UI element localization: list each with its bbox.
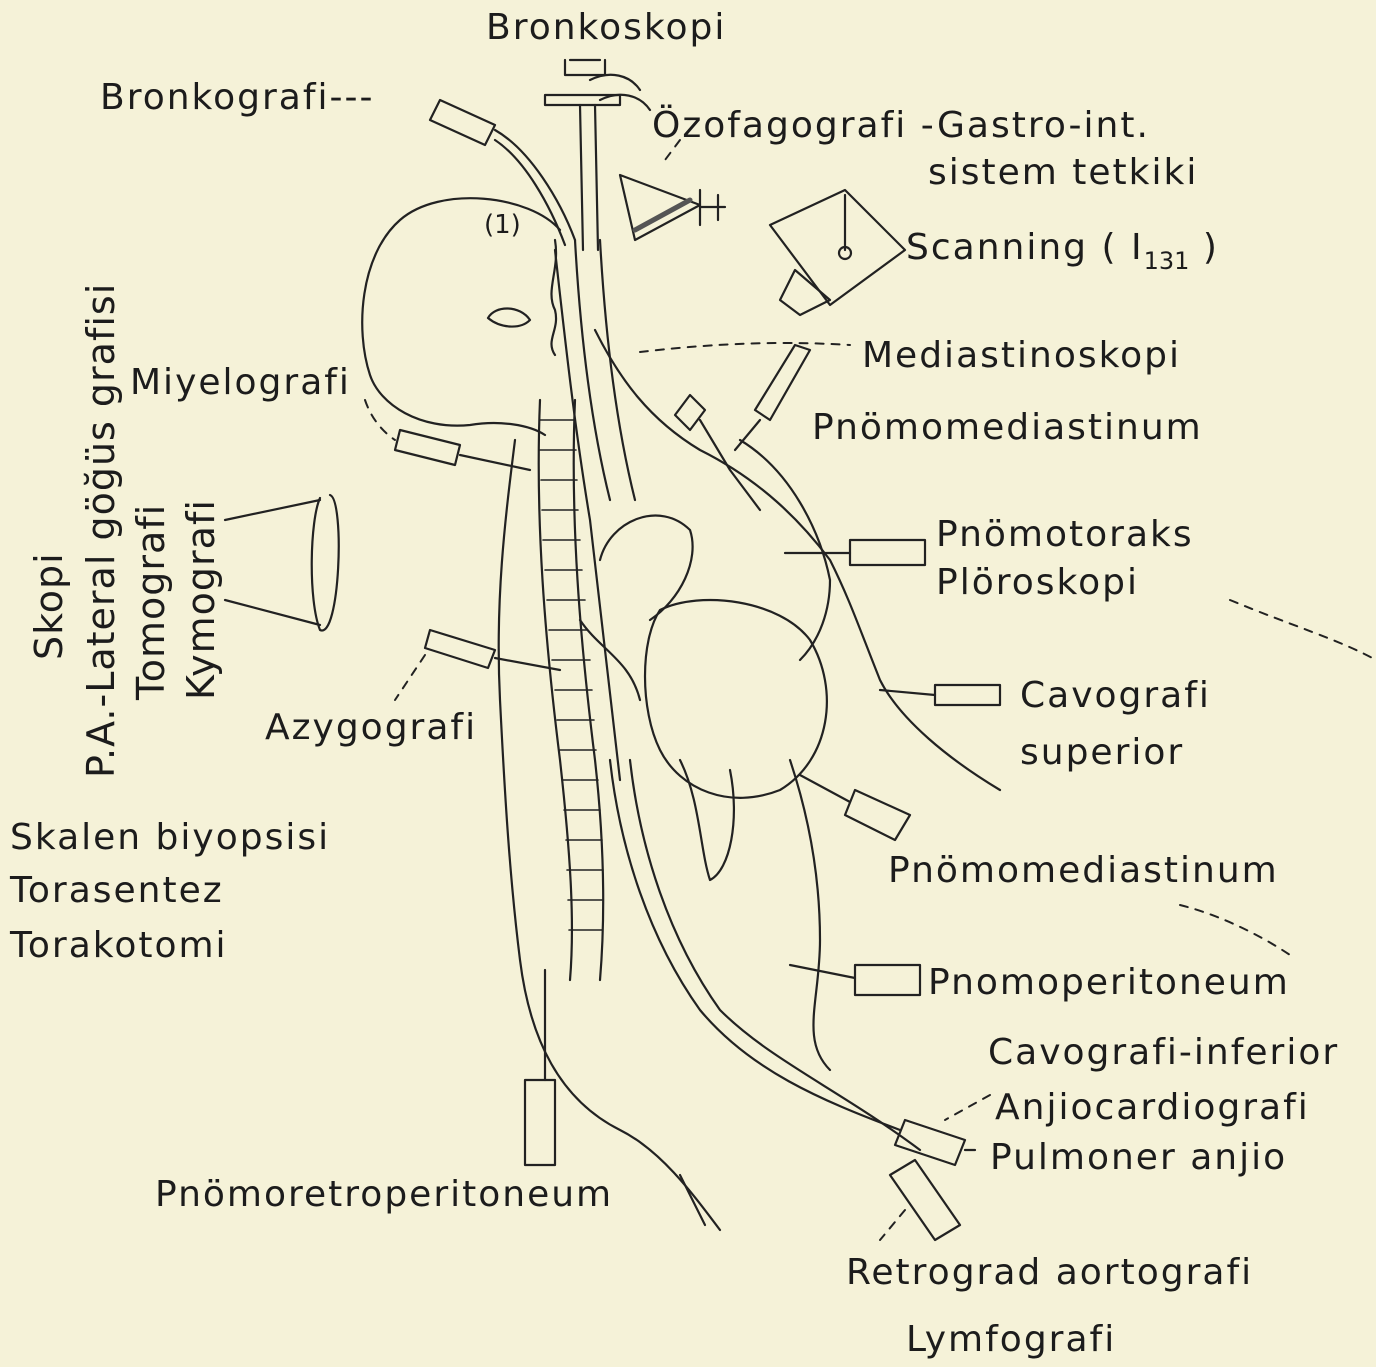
label-pnomomediastinum-bottom: Pnömomediastinum: [888, 853, 1279, 889]
cavografi-inferior-syringe: [895, 1120, 975, 1165]
label-anjiocardiografi: Anjiocardiografi: [995, 1090, 1310, 1126]
label-pnomomediastinum-top: Pnömomediastinum: [812, 410, 1203, 446]
label-cavografi-inferior: Cavografi-inferior: [988, 1035, 1339, 1071]
fluoroscopy-cone: [225, 495, 339, 631]
label-pnomoperitoneum: Pnomoperitoneum: [928, 965, 1290, 1001]
label-cavografi: Cavografi: [1020, 678, 1211, 714]
label-skalen-biyopsisi: Skalen biyopsisi: [10, 820, 330, 856]
label-superior: superior: [1020, 735, 1184, 771]
heart-apex: [680, 760, 734, 880]
front-outline: [595, 330, 1000, 790]
head-outline: [362, 198, 560, 435]
trachea: [575, 240, 635, 500]
belly-outline: [790, 760, 830, 1070]
label-skopi: Skopi: [30, 552, 68, 660]
retrograd-aortografi-syringe: [890, 1160, 960, 1240]
azygography-syringe: [425, 630, 560, 670]
retroperitoneum-pointer: [680, 1175, 705, 1225]
label-ploroskopi: Plöroskopi: [936, 565, 1139, 601]
label-torasentez: Torasentez: [10, 873, 224, 909]
bronchoscope: [545, 60, 650, 250]
label-miyelografi: Miyelografi: [130, 365, 351, 401]
label-scanning: Scanning ( I131 ): [906, 230, 1219, 273]
label-head-mark: (1): [484, 212, 521, 238]
pnomoretroperitoneum-needle: [525, 970, 555, 1165]
label-pa-lateral: P.A.-Lateral göğüs grafisi: [82, 283, 120, 778]
label-azygografi: Azygografi: [265, 710, 477, 746]
esophagography-funnel: [620, 175, 725, 240]
label-bronkoskopi: Bronkoskopi: [486, 10, 726, 46]
pnomomediastinum-syringe: [800, 775, 910, 840]
back-outline: [499, 440, 720, 1230]
label-lymfografi: Lymfografi: [906, 1322, 1116, 1358]
label-tomografi: Tomografi: [132, 504, 170, 700]
label-bronkografi: Bronkografi---: [100, 80, 375, 116]
vena-cava-inferior: [610, 760, 900, 1130]
label-pnomotoraks: Pnömotoraks: [936, 517, 1194, 553]
label-retrograd-aortografi: Retrograd aortografi: [846, 1255, 1253, 1291]
label-pnomoretroperitoneum: Pnömoretroperitoneum: [155, 1177, 613, 1213]
label-kymografi: Kymografi: [182, 499, 220, 700]
label-mediastinoskopi: Mediastinoskopi: [862, 338, 1181, 374]
mouth-mark: [488, 308, 530, 326]
leader-lines: [365, 140, 1376, 1240]
pneumothorax-needle: [785, 540, 925, 565]
cavography-superior-syringe: [880, 685, 1000, 705]
label-ozofagografi: Özofagografi -Gastro-int.: [652, 108, 1150, 144]
label-sistem-tetkiki: sistem tetkiki: [928, 155, 1198, 191]
lung-curve: [740, 440, 830, 660]
pneumoperitoneum-syringe: [790, 965, 920, 995]
myelography-syringe: [395, 430, 530, 470]
scanning-device: [770, 190, 905, 315]
aorta-descending: [630, 760, 920, 1150]
heart: [645, 600, 827, 798]
label-pulmoner-anjio: Pulmoner anjio: [990, 1140, 1287, 1176]
label-torakotomi: Torakotomi: [10, 928, 228, 964]
